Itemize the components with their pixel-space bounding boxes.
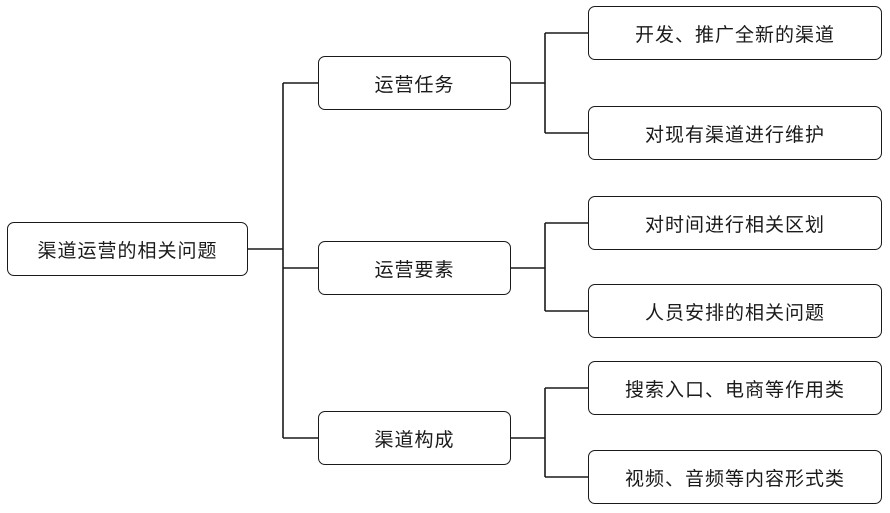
branch-node-tasks: 运营任务 [318,56,511,110]
leaf-node: 视频、音频等内容形式类 [588,450,882,504]
leaf-node: 对现有渠道进行维护 [588,106,882,160]
branch-node-composition: 渠道构成 [318,411,511,465]
leaf-node: 搜索入口、电商等作用类 [588,361,882,415]
root-node: 渠道运营的相关问题 [7,222,248,276]
leaf-node: 人员安排的相关问题 [588,284,882,338]
branch-node-elements: 运营要素 [318,241,511,295]
leaf-node: 开发、推广全新的渠道 [588,6,882,60]
leaf-node: 对时间进行相关区划 [588,196,882,250]
